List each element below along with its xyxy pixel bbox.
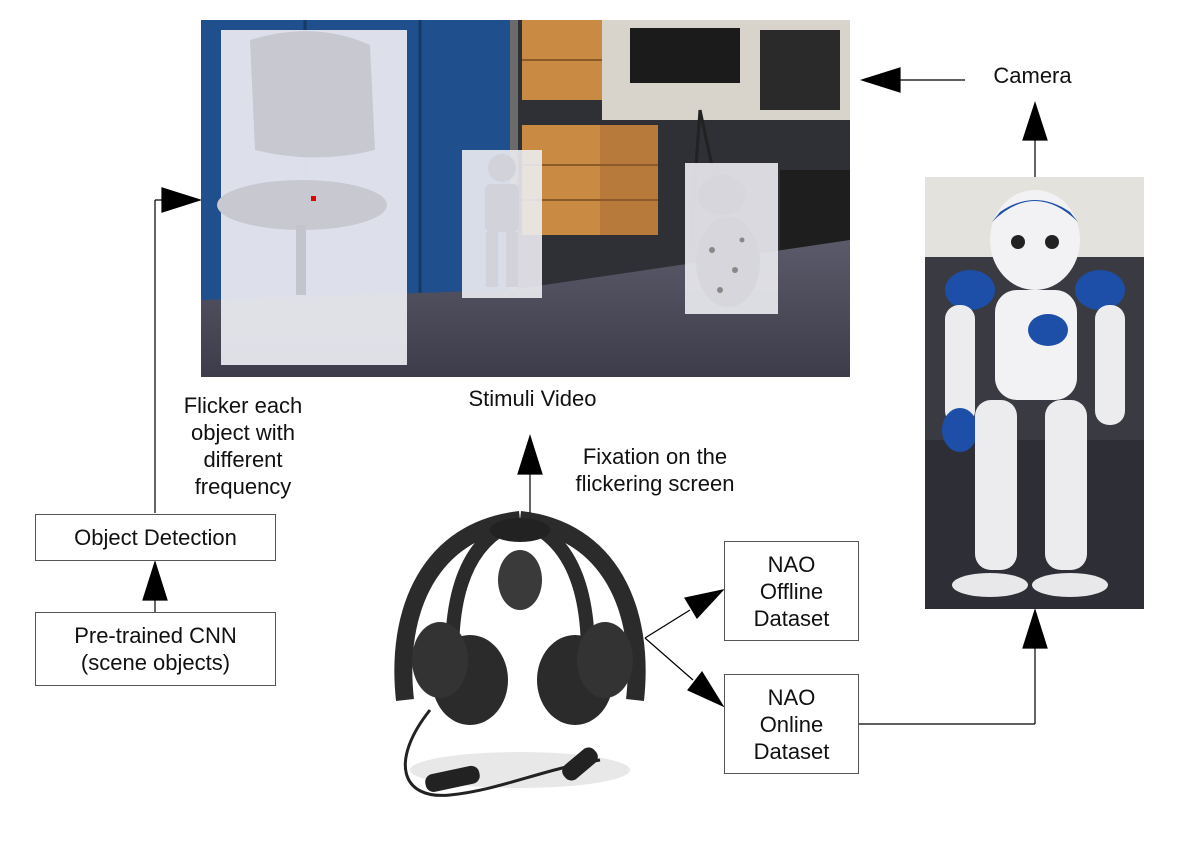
fixation-label: Fixation on the flickering screen <box>575 444 735 496</box>
connectors <box>142 67 1048 725</box>
pretrained-cnn-box: Pre-trained CNN (scene objects) <box>35 612 276 686</box>
eeg-headset-image <box>394 511 646 797</box>
nao-robot-image <box>925 177 1144 609</box>
object-detection-box: Object Detection <box>35 514 276 561</box>
nao-online-dataset-box: NAO Online Dataset <box>724 674 859 774</box>
camera-label: Camera <box>993 63 1072 88</box>
stimuli-video-label: Stimuli Video <box>468 386 597 411</box>
nao-offline-dataset-box: NAO Offline Dataset <box>724 541 859 641</box>
flicker-label: Flicker each object with different frequ… <box>183 393 303 499</box>
